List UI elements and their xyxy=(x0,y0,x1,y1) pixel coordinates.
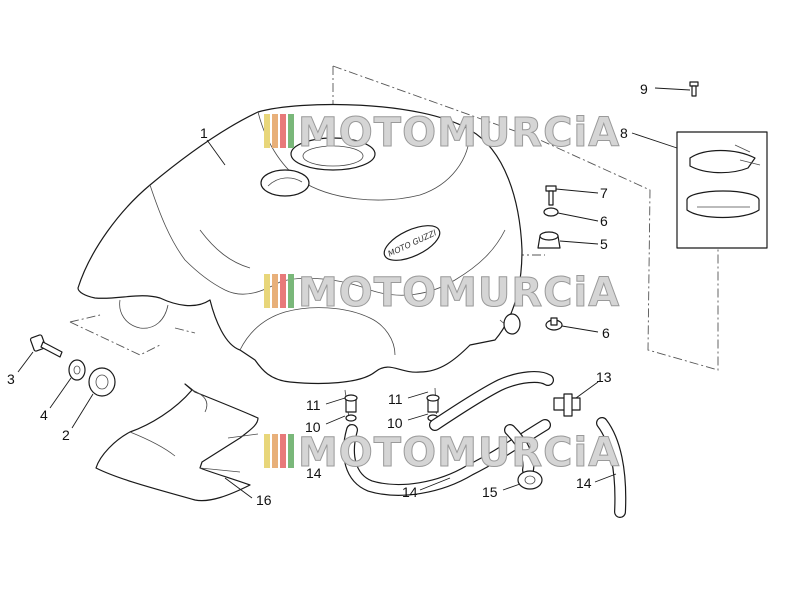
callout-14b: 14 xyxy=(402,484,418,500)
callout-4: 4 xyxy=(40,407,48,423)
callout-11a: 11 xyxy=(306,397,321,413)
fuel-tank: MOTO GUZZI xyxy=(77,103,523,385)
fuel-cap-assembly xyxy=(676,81,768,249)
watermark-top: MOTOMURCiA xyxy=(264,110,620,157)
callout-8: 8 xyxy=(620,125,628,141)
callout-14c: 14 xyxy=(576,475,592,491)
callout-9: 9 xyxy=(640,81,648,97)
watermark-text: MOTOMURCiA xyxy=(298,270,620,316)
callout-10b: 10 xyxy=(387,415,403,431)
rubber-pad xyxy=(95,383,259,502)
fixing-hardware xyxy=(537,185,563,331)
screw-and-washers xyxy=(29,334,116,397)
callout-1: 1 xyxy=(200,125,208,141)
callout-11b: 11 xyxy=(388,391,403,407)
callout-16: 16 xyxy=(256,492,272,508)
callout-5: 5 xyxy=(600,236,608,252)
leader-lines xyxy=(17,87,691,499)
watermark-middle: MOTOMURCiA xyxy=(264,270,620,317)
watermark-bottom: MOTOMURCiA xyxy=(264,430,620,477)
callout-labels: 1 2 3 4 5 6 6 7 8 9 10 10 11 11 13 14 14… xyxy=(7,81,648,508)
watermark-text: MOTOMURCiA xyxy=(298,110,620,156)
watermark-text: MOTOMURCiA xyxy=(298,430,620,476)
callout-3: 3 xyxy=(7,371,15,387)
callout-2: 2 xyxy=(62,427,70,443)
callout-7: 7 xyxy=(600,185,608,201)
callout-15: 15 xyxy=(482,484,498,500)
callout-6b: 6 xyxy=(602,325,610,341)
callout-13: 13 xyxy=(596,369,612,385)
callout-10a: 10 xyxy=(305,419,321,435)
callout-6a: 6 xyxy=(600,213,608,229)
breather-hoses xyxy=(343,371,627,518)
breather-fittings xyxy=(344,394,440,422)
callout-14a: 14 xyxy=(306,465,322,481)
